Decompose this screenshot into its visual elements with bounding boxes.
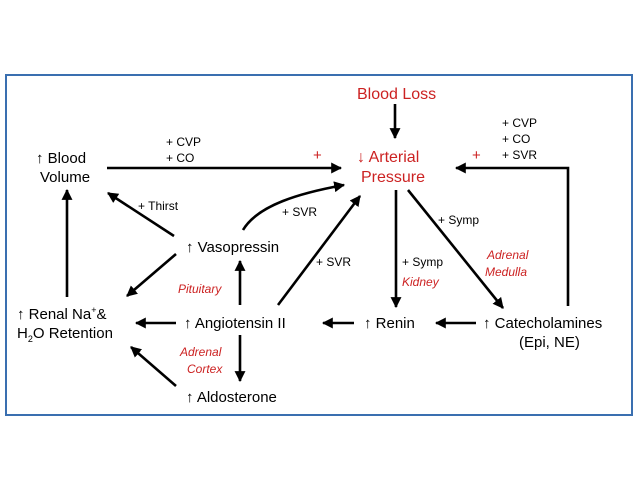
- label-thirst: + Thirst: [138, 199, 179, 213]
- arrow-catecholamines-to-pressure: [454, 162, 570, 306]
- node-angiotensin: ↑ Angiotensin II: [184, 315, 286, 332]
- arrow-vasopressin-to-pressure: [241, 181, 346, 231]
- label-kidney: Kidney: [402, 275, 440, 289]
- label-svr-vasopressin: + SVR: [282, 205, 317, 219]
- diagram-border: [5, 74, 633, 416]
- label-svr-right: + SVR: [502, 148, 537, 162]
- label-co-right: + CO: [502, 132, 530, 146]
- label-adrenal-cortex-line1: Adrenal: [179, 345, 222, 359]
- node-renal-line1: ↑ Renal Na+&: [17, 305, 106, 323]
- arrow-pressure-to-catecholamines: [406, 189, 505, 309]
- node-arterial-pressure-line1: ↓ Arterial: [357, 149, 419, 166]
- node-vasopressin: ↑ Vasopressin: [186, 239, 279, 256]
- label-symp-renin: + Symp: [402, 255, 443, 269]
- node-renin: ↑ Renin: [364, 315, 415, 332]
- arrow-vasopressin-to-renal: [126, 253, 177, 297]
- label-plus-right: +: [472, 147, 481, 164]
- label-adrenal-medulla-line2: Medulla: [485, 265, 527, 279]
- label-symp-catecholamines: + Symp: [438, 213, 479, 227]
- arrow-vasopressin-to-volume: [107, 191, 175, 238]
- label-svr-angiotensin: + SVR: [316, 255, 351, 269]
- node-blood-loss: Blood Loss: [357, 86, 436, 103]
- node-catecholamines-line1: ↑ Catecholamines: [483, 315, 602, 332]
- label-adrenal-cortex-line2: Cortex: [187, 362, 223, 376]
- node-renal-line2: H2O Retention: [17, 325, 113, 344]
- label-cvp-right: + CVP: [502, 116, 537, 130]
- label-pituitary: Pituitary: [178, 282, 222, 296]
- node-blood-volume-line2: Volume: [40, 169, 90, 186]
- label-adrenal-medulla-line1: Adrenal: [486, 248, 529, 262]
- arrow-angiotensin-to-pressure: [276, 195, 362, 306]
- node-catecholamines-line2: (Epi, NE): [519, 334, 580, 351]
- label-plus-left: +: [313, 147, 322, 164]
- node-arterial-pressure-line2: Pressure: [361, 169, 425, 186]
- label-co-left: + CO: [166, 151, 194, 165]
- node-blood-volume-line1: ↑ Blood: [36, 150, 86, 167]
- node-aldosterone: ↑ Aldosterone: [186, 389, 277, 406]
- arrow-aldosterone-to-renal: [130, 346, 177, 387]
- label-cvp-left: + CVP: [166, 135, 201, 149]
